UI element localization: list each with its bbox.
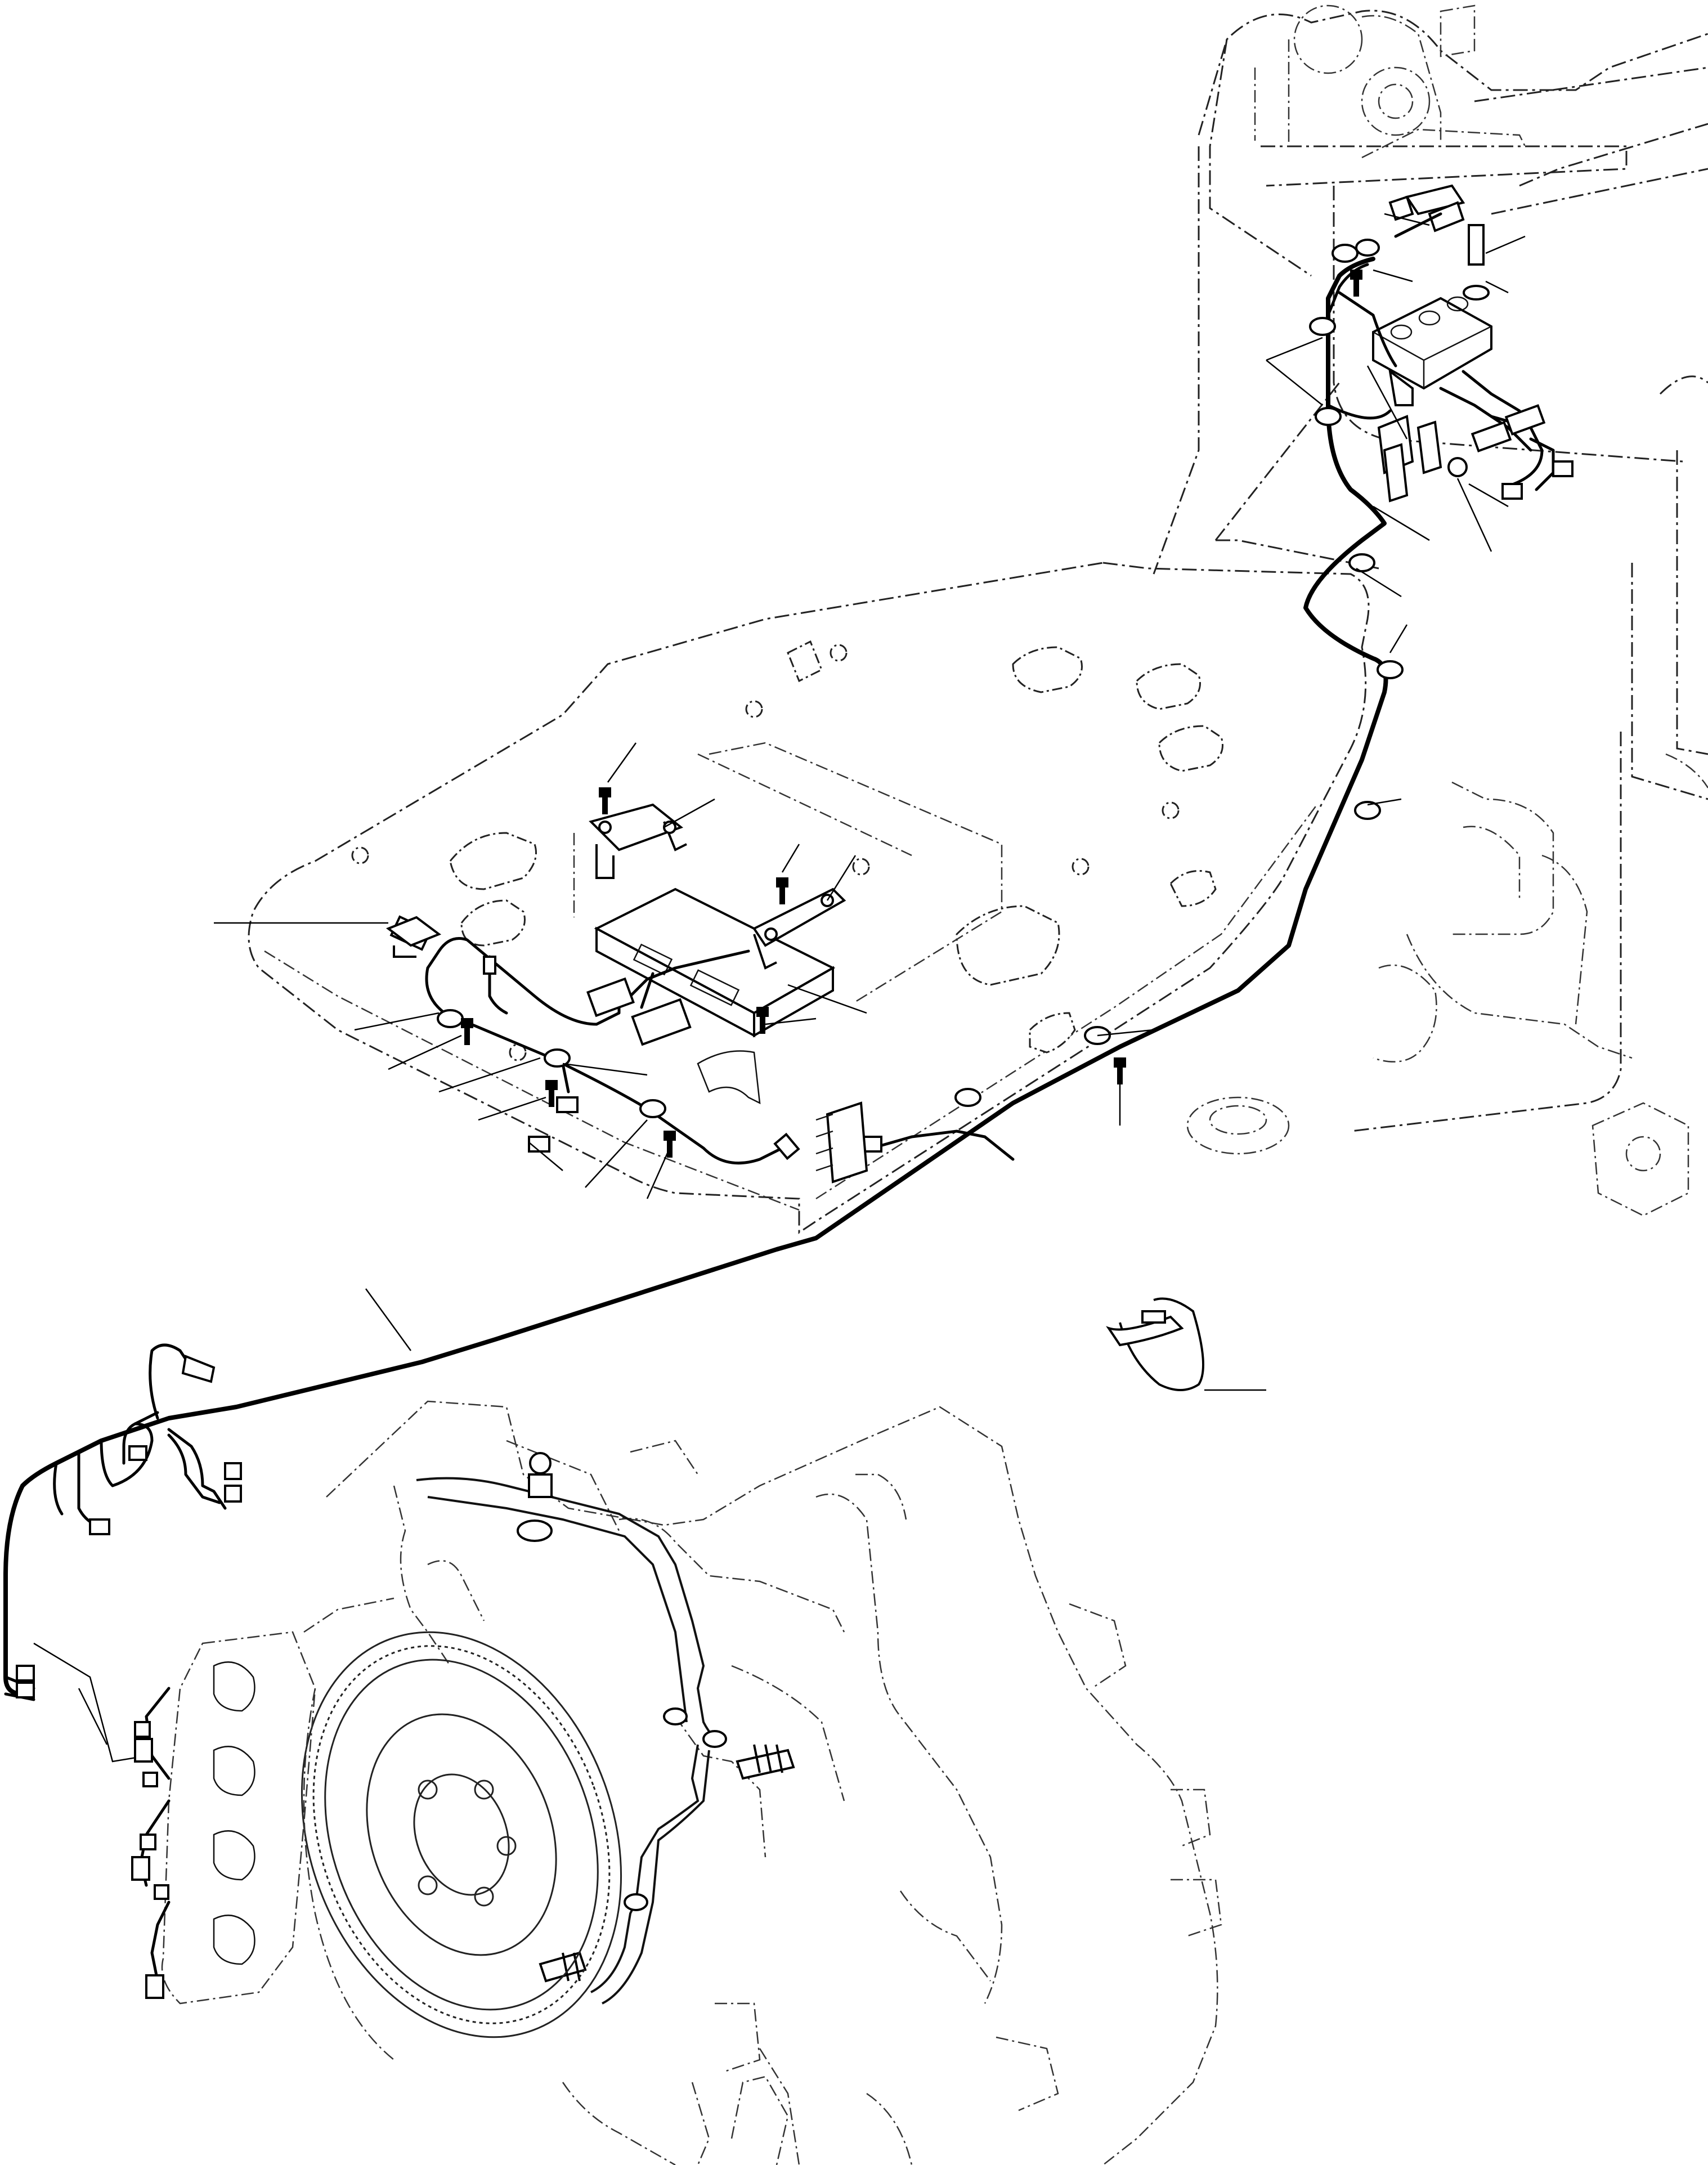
upper-pivot-frame: [1153, 5, 1708, 1217]
transmission-housing: [326, 1400, 1222, 2165]
callout-leader-16: [781, 844, 800, 873]
electronic-control-box: [589, 803, 846, 1038]
callout-leader-18: [787, 984, 867, 1014]
callout-leader-22: [388, 1034, 462, 1070]
callout-leader-4: [1373, 269, 1413, 283]
callout-leader-9: [1456, 478, 1492, 552]
transmission-solenoid-valve-bank: [131, 1631, 316, 2005]
callout-leader-2: [1485, 280, 1509, 294]
callout-leader-11: [1356, 567, 1402, 598]
callout-leader-21: [354, 1012, 440, 1031]
callout-leader-14: [607, 742, 637, 783]
callout-leader-7: [1366, 365, 1408, 440]
callout-leader-1: [1485, 235, 1526, 254]
callout-leader-29: [1097, 1029, 1154, 1037]
callout-leader-6: [1266, 360, 1323, 406]
mounting-plate: [248, 562, 1370, 1234]
callout-leader-26: [528, 1142, 563, 1171]
callout-leader-23: [438, 1057, 541, 1093]
callout-leader-12: [1389, 624, 1408, 653]
callout-leader-13: [1367, 798, 1402, 806]
switch-mount: [385, 443, 1409, 1184]
callout-leader-25: [478, 1096, 546, 1121]
callout-leader-17: [826, 855, 857, 901]
callout-leader-32: [365, 1288, 412, 1351]
callout-leader-8: [1468, 483, 1509, 508]
callout-leader-27: [585, 1119, 648, 1188]
control-valve-block: [1372, 184, 1573, 500]
callout-leader-24: [562, 1063, 648, 1076]
callout-leader-10: [1373, 505, 1430, 541]
cable-band-clamp: [1106, 1297, 1204, 1391]
flywheel-ring-gear: [301, 1597, 622, 2060]
callout-leader-5: [1266, 337, 1323, 361]
callout-leader-19: [765, 1017, 817, 1025]
callout-leader-28: [646, 1148, 671, 1199]
callout-leader-15: [664, 798, 715, 828]
callout-leaders: [214, 213, 1526, 1391]
callout-leader-3: [1384, 213, 1430, 226]
